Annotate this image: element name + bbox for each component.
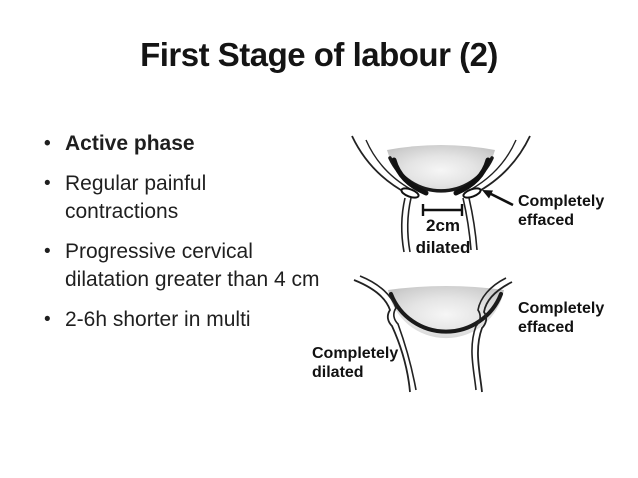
slide-title: First Stage of labour (2) <box>140 36 498 73</box>
canal-wall-left-outer <box>353 279 411 393</box>
bullet-text: Progressive cervical dilatation greater … <box>65 240 320 291</box>
vaginal-wall-right-b <box>468 197 478 251</box>
canal-wall-left-inner <box>359 275 417 391</box>
cervix-shadow-left <box>391 157 429 196</box>
bullet-text: Active phase <box>65 132 195 155</box>
vaginal-wall-right-a <box>462 197 472 251</box>
canal-wall-right-inner <box>471 277 507 391</box>
bullet-item-active-phase: • Active phase <box>44 130 320 158</box>
measurement-caption: dilated <box>416 238 471 257</box>
bullet-item-dilatation: • Progressive cervical dilatation greate… <box>44 238 320 294</box>
measurement-value: 2cm <box>426 216 460 235</box>
cervix-fully-dilated-diagram <box>353 275 513 393</box>
uterine-wall-right-inner <box>469 139 517 191</box>
vaginal-wall-left-a <box>400 197 406 253</box>
vaginal-wall-left-b <box>406 197 412 253</box>
cervical-lip-right <box>462 187 482 199</box>
label-completely-dilated: Completely dilated <box>312 345 399 381</box>
bullet-icon: • <box>44 241 51 262</box>
cervix-2cm-dilated-diagram: 2cm dilated <box>351 135 531 257</box>
fetal-head <box>387 145 495 192</box>
effaced-arrow-icon <box>482 190 514 207</box>
measurement-bracket <box>421 204 464 216</box>
bullet-list: • Active phase • Regular painful contrac… <box>44 130 320 346</box>
bullet-text: Regular painful contractions <box>65 172 207 223</box>
bullet-item-contractions: • Regular painful contractions <box>44 170 320 226</box>
label-completely-effaced-top: Completely effaced <box>518 193 605 229</box>
canal-wall-right-outer <box>477 281 513 393</box>
bullet-icon: • <box>44 309 51 330</box>
bullet-icon: • <box>44 133 51 154</box>
fetal-head-outline <box>389 292 503 334</box>
cervix-shadow-right <box>453 157 491 196</box>
bullet-text: 2-6h shorter in multi <box>65 308 251 331</box>
bullet-item-multi: • 2-6h shorter in multi <box>44 306 320 334</box>
cervical-lip-left <box>400 187 420 199</box>
label-completely-effaced-bottom: Completely effaced <box>518 300 605 336</box>
bullet-icon: • <box>44 173 51 194</box>
uterine-wall-left-inner <box>365 139 413 191</box>
